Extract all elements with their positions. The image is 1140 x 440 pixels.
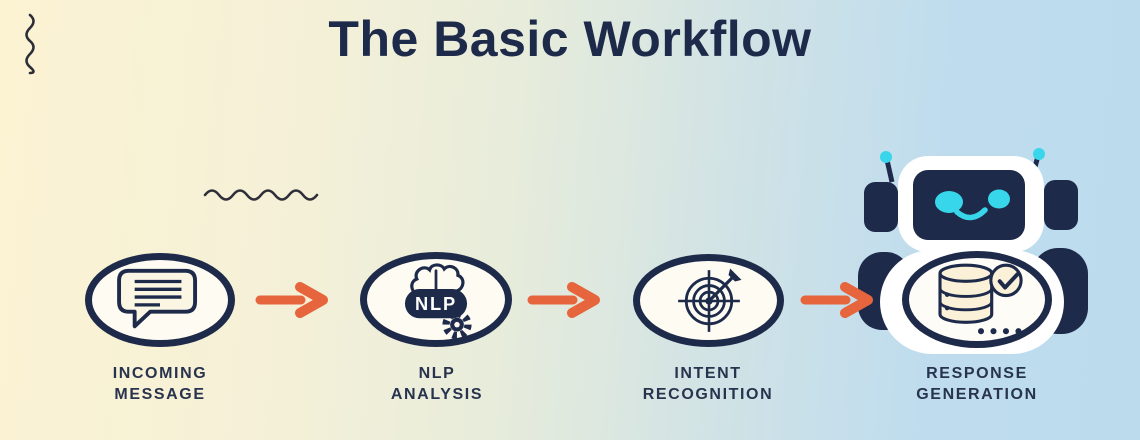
step-label-nlp-analysis: NLP ANALYSIS (327, 363, 547, 405)
step-label-intent-recognition: INTENT RECOGNITION (598, 363, 818, 405)
vertical-squiggle-decoration (25, 13, 35, 75)
target-dart-icon (677, 268, 741, 332)
step-label-line: ANALYSIS (390, 386, 484, 403)
step-circle-response-generation (902, 251, 1052, 348)
horizontal-wave-decoration (203, 189, 319, 201)
page-title: The Basic Workflow (328, 11, 812, 67)
flow-arrow-icon (527, 282, 600, 318)
step-label-incoming-message: INCOMING MESSAGE (50, 363, 270, 405)
ellipsis-dots-icon (977, 327, 1022, 334)
robot-eye-icon (988, 189, 1010, 209)
step-circle-incoming-message (85, 253, 235, 347)
step-label-line: INCOMING (112, 365, 208, 382)
step-label-response-generation: RESPONSE GENERATION (867, 363, 1087, 405)
step-circle-intent-recognition (633, 254, 784, 347)
robot-ear-icon (1044, 180, 1078, 230)
robot-face-icon (913, 170, 1025, 240)
step-label-line: RECOGNITION (642, 386, 774, 403)
robot-ear-icon (864, 182, 898, 232)
chat-bubble-icon (117, 268, 198, 329)
flow-arrow-icon (800, 282, 873, 318)
database-icon (938, 263, 994, 324)
flow-arrow-icon (255, 282, 328, 318)
database-check-icon (938, 263, 1023, 334)
dart-feather-icon (728, 268, 741, 281)
step-label-line: NLP (418, 365, 456, 382)
robot-smile-icon (954, 207, 988, 221)
nlp-badge (404, 288, 468, 318)
step-label-line: INTENT (674, 365, 742, 382)
step-label-line: MESSAGE (114, 386, 206, 403)
step-label-line: GENERATION (916, 386, 1038, 403)
brain-icon (410, 262, 465, 296)
robot-eye-icon (935, 191, 963, 213)
check-badge-icon (989, 263, 1023, 297)
nlp-brain-gear-icon: NLP (404, 262, 472, 339)
nlp-badge-text: NLP (415, 293, 457, 314)
step-circle-nlp-analysis: NLP (360, 252, 512, 347)
step-label-line: RESPONSE (926, 365, 1028, 382)
